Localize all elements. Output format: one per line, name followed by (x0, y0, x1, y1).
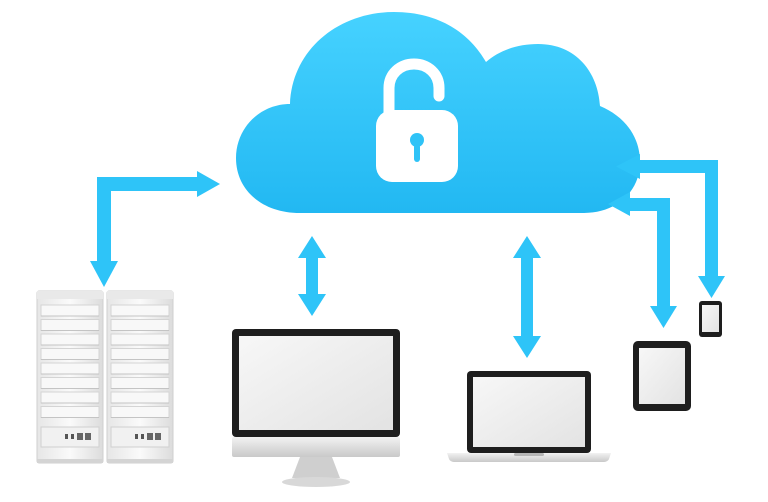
server-port (155, 433, 161, 440)
server-base (37, 459, 103, 463)
server-drive-bay (40, 362, 100, 375)
server-drive-bay (40, 333, 100, 346)
unlocked-padlock-icon (376, 58, 458, 182)
arrow-tablet-cloud (608, 192, 677, 328)
server-top (107, 291, 173, 299)
server-control-panel (110, 426, 170, 448)
tablet-screen (639, 348, 685, 404)
laptop-icon (447, 371, 611, 462)
server-drive-bay (40, 348, 100, 360)
arrow-desktop-cloud (298, 236, 326, 316)
desktop-monitor-icon (232, 329, 400, 487)
arrow-laptop-cloud (513, 236, 541, 358)
server-drive-bay (110, 348, 170, 360)
server-drive-bay (40, 377, 100, 389)
server-drive-bay (110, 406, 170, 418)
server-drive-bay (110, 333, 170, 346)
server-drive-bay (40, 406, 100, 418)
server-drive-bay (110, 319, 170, 331)
phone-screen (702, 305, 719, 332)
server-control-panel (40, 426, 100, 448)
smartphone-icon (699, 301, 722, 337)
server-drive-bay (110, 362, 170, 375)
server-led (65, 434, 68, 439)
server-port (147, 433, 153, 440)
arrow-servers-cloud (90, 171, 220, 287)
server-led (71, 434, 74, 439)
monitor-stand (292, 457, 340, 478)
arrow-phone-cloud (616, 154, 725, 298)
server-base (107, 459, 173, 463)
tablet-icon (633, 341, 691, 411)
server-drive-bay (110, 377, 170, 389)
laptop-notch (514, 453, 544, 456)
server-rack-icon (36, 290, 174, 464)
laptop-screen (473, 377, 585, 447)
server-led (141, 434, 144, 439)
server-drive-bay (110, 304, 170, 317)
padlock-keyhole (410, 133, 424, 147)
padlock-shackle (383, 58, 445, 118)
server-unit-2 (106, 290, 174, 464)
server-port (77, 433, 83, 440)
monitor-screen (239, 336, 393, 430)
server-led (135, 434, 138, 439)
monitor-foot (282, 477, 350, 487)
padlock-keyhole-slot (414, 144, 420, 162)
server-top (37, 291, 103, 299)
server-unit-1 (36, 290, 104, 464)
connection-arrows (90, 154, 725, 358)
laptop-base (447, 453, 611, 462)
server-drive-bay (40, 304, 100, 317)
monitor-chin (232, 437, 400, 457)
server-port (85, 433, 91, 440)
server-drive-bay (40, 319, 100, 331)
server-drive-bay (40, 391, 100, 404)
server-drive-bay (110, 391, 170, 404)
